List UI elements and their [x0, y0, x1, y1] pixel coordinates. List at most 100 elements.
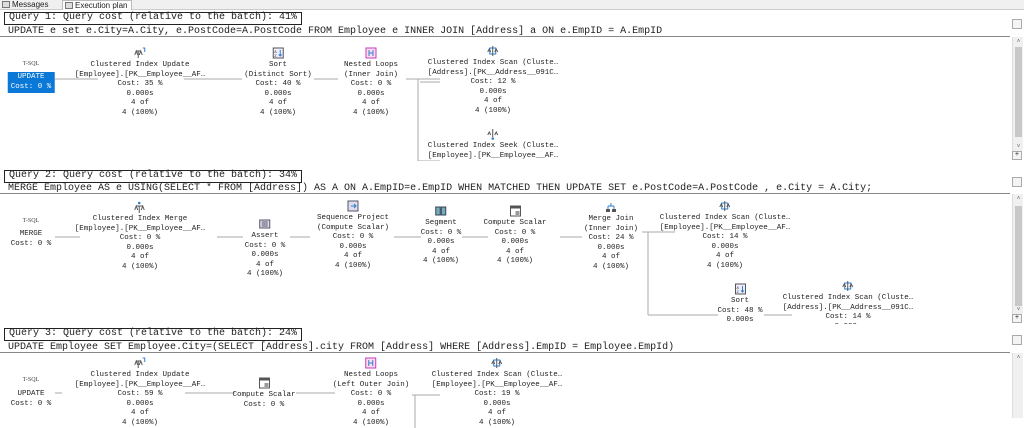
operator-line: Cost: 0 % [350, 390, 392, 399]
plan-operator[interactable]: Clustered Index Scan (Cluste…[Address].[… [427, 45, 559, 117]
vertical-scrollbar[interactable]: ˄˅ [1012, 194, 1023, 314]
plan-operator[interactable]: Clustered Index Seek (Cluste…[Employee].… [427, 128, 559, 161]
operator-line: [Address].[PK__Address__091C… [782, 303, 914, 312]
plan-operator[interactable]: Clustered Index Update[Employee].[PK__Em… [75, 357, 205, 428]
operator-line: Cost: 40 % [255, 80, 301, 89]
operator-line: 4 of [715, 252, 734, 261]
operator-line: 4 of [601, 253, 621, 262]
header-separator [0, 193, 1010, 194]
operator-line: Nested Loops [343, 61, 399, 69]
scrollbar-thumb[interactable] [1015, 206, 1022, 306]
clustered-index-update-icon [134, 47, 146, 58]
tab-execution-plan[interactable]: Execution plan [62, 0, 132, 10]
operator-line: Nested Loops [343, 371, 399, 379]
vertical-scrollbar[interactable]: ˄˅ [1012, 37, 1023, 151]
operator-line: 0.000s [483, 399, 511, 408]
operator-line: Cost: 24 % [588, 234, 634, 243]
operator-line: 4 of [361, 409, 381, 418]
vertical-scrollbar[interactable]: ˄ [1012, 353, 1023, 418]
operator-line: (Distinct Sort) [244, 70, 312, 79]
sort-icon: AZ [734, 283, 746, 295]
compute-scalar-icon [509, 205, 521, 217]
collapse-button[interactable] [1012, 177, 1022, 187]
plan-operator[interactable]: Nested Loops(Left Outer Join)Cost: 0 %0.… [332, 357, 410, 428]
operator-line: Clustered Index Update [90, 371, 190, 379]
scroll-down-arrow[interactable]: ˅ [1016, 306, 1021, 313]
execution-plan-icon [65, 2, 73, 9]
operator-line: [Employee].[PK__Employee__AF… [431, 380, 563, 389]
operator-line: Cost: 0 % [244, 241, 286, 250]
operator-line: 0.000s [126, 89, 154, 98]
operator-line: [Employee].[PK__Employee__AF… [427, 151, 559, 160]
svg-text:Z: Z [274, 55, 277, 59]
scroll-up-arrow[interactable]: ˄ [1016, 354, 1021, 361]
plan-operator[interactable]: Clustered Index Scan (Cluste…[Employee].… [431, 357, 563, 428]
operator-line: Cost: 0 % [10, 239, 52, 248]
plan-operator[interactable]: Clustered Index Update[Employee].[PK__Em… [75, 47, 205, 119]
tsql-icon: T-SQL [22, 218, 40, 224]
operator-line: (Left Outer Join) [332, 380, 410, 389]
query-sql-text: MERGE Employee AS e USING(SELECT * FROM … [8, 183, 873, 194]
operator-line: Clustered Index Scan (Cluste… [431, 371, 563, 379]
tab-messages[interactable]: Messages [0, 0, 60, 10]
svg-text:A: A [736, 287, 739, 291]
zoom-corner-button[interactable]: + [1012, 151, 1022, 160]
operator-line: 4 of [483, 97, 502, 106]
operator-line: 0.000s [501, 238, 529, 247]
zoom-corner-button[interactable]: + [1012, 314, 1022, 323]
operator-line: Segment [425, 219, 457, 227]
operator-line: Cost: 0 % [350, 80, 392, 89]
svg-text:A: A [274, 51, 277, 55]
operator-line: Cost: 0 % [10, 399, 52, 408]
query-sql-text: UPDATE Employee SET Employee.City=(SELEC… [8, 342, 675, 353]
messages-icon [2, 1, 10, 8]
scroll-up-arrow[interactable]: ˄ [1016, 195, 1021, 202]
operator-line: 0.000s [726, 316, 754, 324]
plan-operator[interactable]: Clustered Index Merge[Employee].[PK__Emp… [75, 201, 205, 273]
plan-operator[interactable]: Clustered Index Scan (Cluste…[Employee].… [660, 200, 790, 272]
operator-line: 4 of [130, 409, 149, 418]
collapse-button[interactable] [1012, 335, 1022, 345]
operator-line: 0.000s [711, 242, 739, 251]
operator-line: 0.000s [427, 238, 455, 247]
operator-line: Cost: 35 % [117, 80, 163, 89]
query-sql-text: UPDATE e set e.City=A.City, e.PostCode=A… [8, 26, 663, 37]
scrollbar-thumb[interactable] [1015, 47, 1022, 137]
operator-line: [Address].[PK__Address__091C… [427, 68, 559, 77]
operator-line: Compute Scalar [483, 219, 547, 227]
operator-line: Cost: 0 % [243, 400, 285, 409]
operator-line: Cost: 0 % [332, 233, 374, 242]
plan-operator[interactable]: Clustered Index Scan (Cluste…[Address].[… [782, 280, 914, 324]
query-cost-header: Query 3: Query cost (relative to the bat… [4, 328, 303, 341]
operator-line: 0.000s [479, 87, 507, 96]
operator-line: 0.000s [783, 323, 914, 324]
scroll-up-arrow[interactable]: ˄ [1016, 38, 1021, 45]
segment-icon [435, 206, 447, 216]
scroll-down-arrow[interactable]: ˅ [1016, 143, 1021, 150]
operator-line: 4 (100%) [706, 261, 743, 270]
collapse-button[interactable] [1012, 19, 1022, 29]
operator-line: 4 (100%) [422, 257, 460, 266]
operator-line: Cost: 0 % [494, 228, 536, 237]
operator-line: Cost: 12 % [470, 78, 516, 87]
header-separator [0, 36, 1010, 37]
merge-join-icon [605, 203, 616, 212]
operator-line: 4 (100%) [352, 418, 390, 427]
operator-line: (Inner Join) [583, 224, 639, 233]
plan-operator[interactable]: Sequence Project(Compute Scalar)Cost: 0 … [317, 200, 389, 272]
clustered-index-scan-icon [491, 358, 503, 368]
